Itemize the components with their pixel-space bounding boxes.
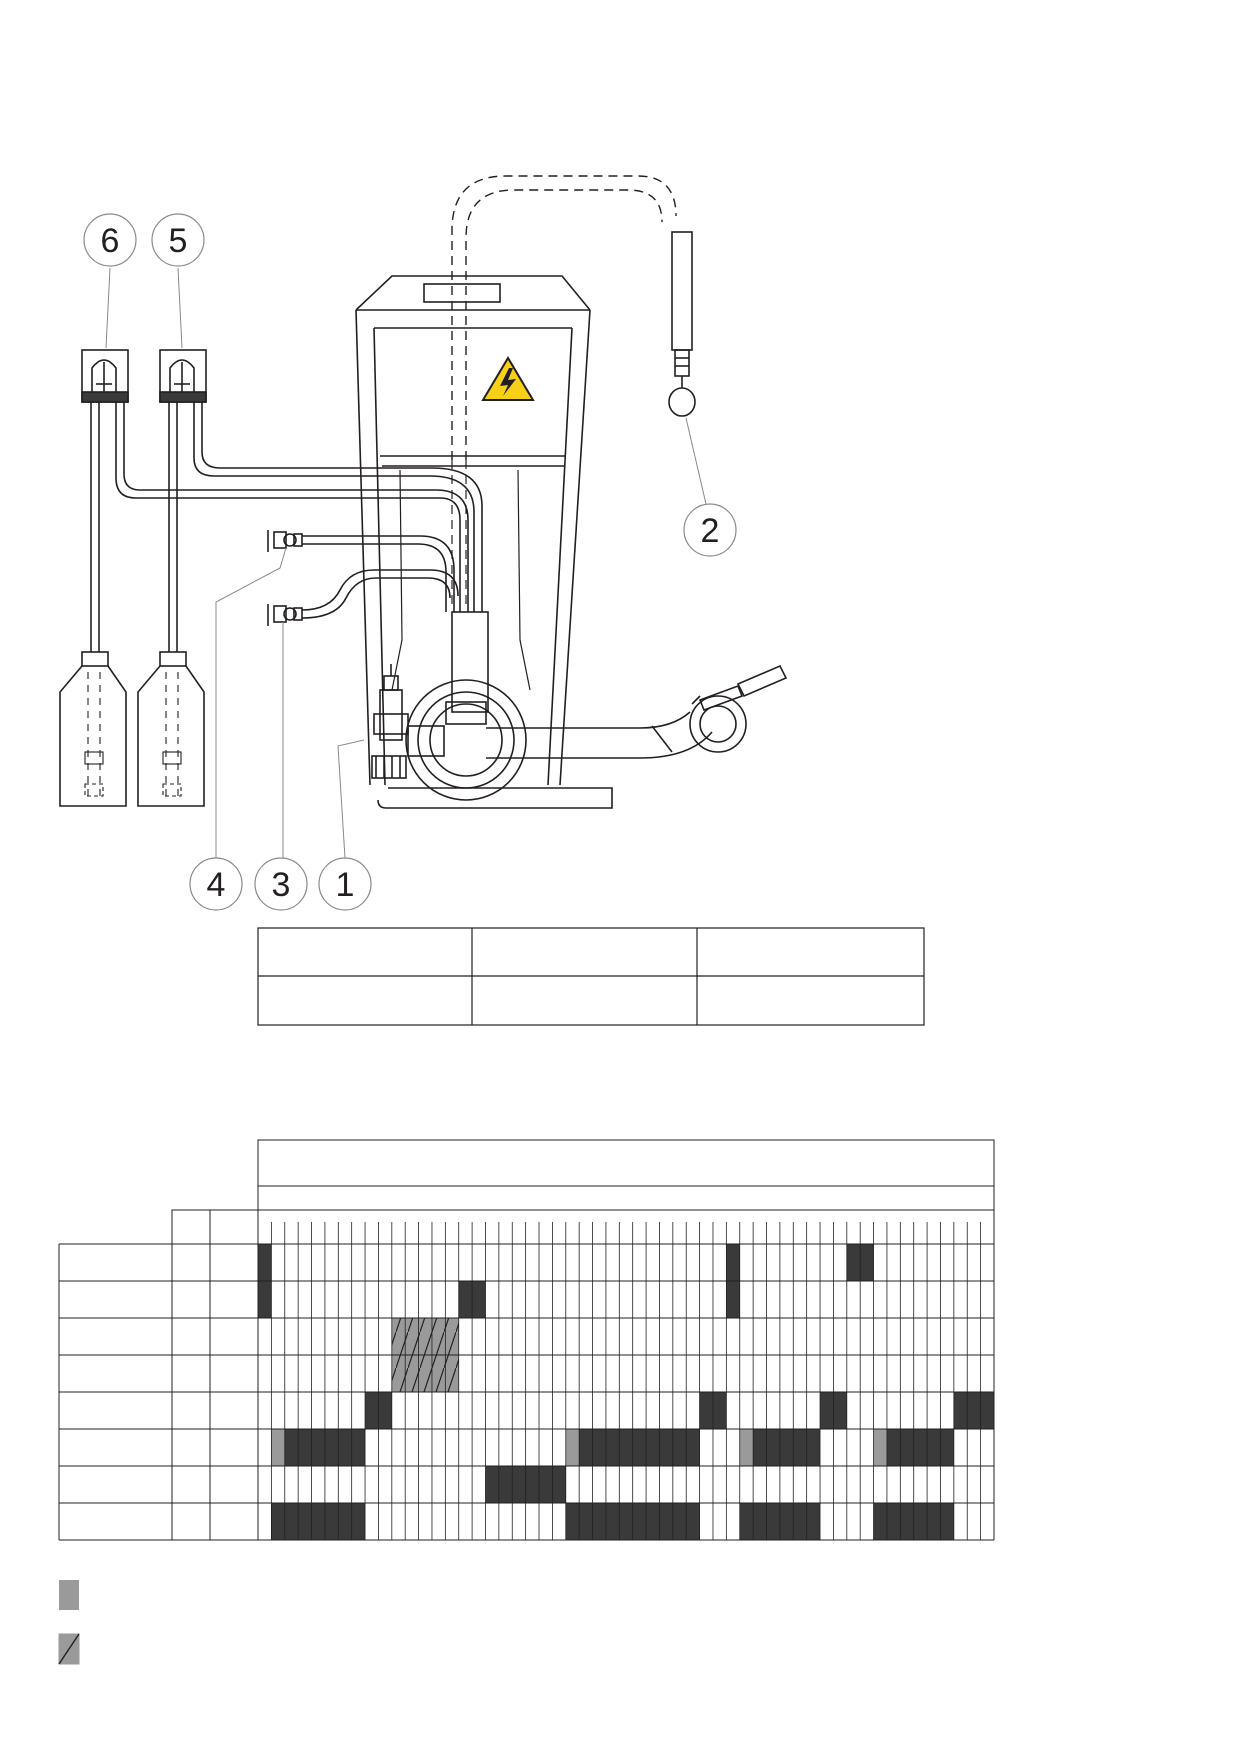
callout-6-label: 6 bbox=[101, 222, 120, 260]
pump-supply-pipes bbox=[90, 402, 178, 652]
callout-4-label: 4 bbox=[207, 866, 226, 904]
grid-header-top bbox=[257, 1139, 995, 1187]
grid-corner-header bbox=[171, 1209, 259, 1245]
callout-5-label: 5 bbox=[169, 222, 188, 260]
grid-fill-dark bbox=[258, 1281, 272, 1318]
dosing-pump-5 bbox=[159, 349, 207, 403]
grid-fill-dark bbox=[258, 1244, 272, 1281]
callout-3: 3 bbox=[254, 857, 308, 911]
grid-fill-dark bbox=[579, 1429, 700, 1466]
inlet-valve-1 bbox=[371, 664, 445, 779]
internal-dashed-tube bbox=[451, 460, 467, 610]
callout-4: 4 bbox=[189, 857, 243, 911]
base-plate bbox=[377, 787, 613, 809]
grid-fill-grey bbox=[271, 1429, 285, 1466]
callout-3-label: 3 bbox=[272, 866, 291, 904]
cabinet-top-slot bbox=[423, 283, 501, 303]
callout-1-label: 1 bbox=[336, 866, 355, 904]
machine-diagram bbox=[59, 175, 788, 809]
grid-fill-dark bbox=[726, 1244, 740, 1281]
canister-5 bbox=[137, 651, 205, 807]
info-table bbox=[257, 927, 925, 1026]
legend bbox=[58, 1580, 80, 1665]
canister-6 bbox=[59, 651, 127, 807]
dashed-overhead-line bbox=[451, 175, 677, 460]
callout-2-label: 2 bbox=[701, 512, 720, 550]
outlet-valve bbox=[689, 664, 788, 753]
schedule-grid bbox=[58, 1139, 995, 1541]
legend-swatch-grey bbox=[59, 1580, 79, 1610]
grid-fill-dark bbox=[953, 1392, 994, 1429]
high-voltage-warning-icon bbox=[481, 356, 535, 401]
legend-swatch-hatched bbox=[58, 1633, 80, 1665]
valve-3 bbox=[267, 569, 459, 626]
callout-5: 5 bbox=[151, 213, 205, 267]
callout-1: 1 bbox=[318, 857, 372, 911]
grid-fill-dark bbox=[726, 1281, 740, 1318]
grid-fill-grey bbox=[873, 1429, 887, 1466]
valve-4 bbox=[267, 530, 455, 612]
grid-fill-hatched bbox=[391, 1318, 459, 1355]
grid-fill-dark bbox=[753, 1429, 821, 1466]
callout-6: 6 bbox=[83, 213, 137, 267]
grid-fill-grey bbox=[565, 1429, 580, 1466]
outlet-hose bbox=[486, 711, 713, 759]
grid-fill-hatched bbox=[391, 1355, 459, 1392]
grid-fill-dark bbox=[271, 1503, 366, 1540]
cabinet bbox=[355, 275, 591, 786]
pump-outlet-pipes bbox=[115, 402, 483, 612]
pump-housing bbox=[405, 611, 527, 801]
grid-fill-dark bbox=[886, 1429, 954, 1466]
callout-leaders bbox=[105, 267, 707, 859]
callout-2: 2 bbox=[683, 503, 737, 557]
dosing-pump-6 bbox=[81, 349, 129, 403]
suction-wand bbox=[668, 231, 696, 417]
grid-fill-grey bbox=[739, 1429, 754, 1466]
